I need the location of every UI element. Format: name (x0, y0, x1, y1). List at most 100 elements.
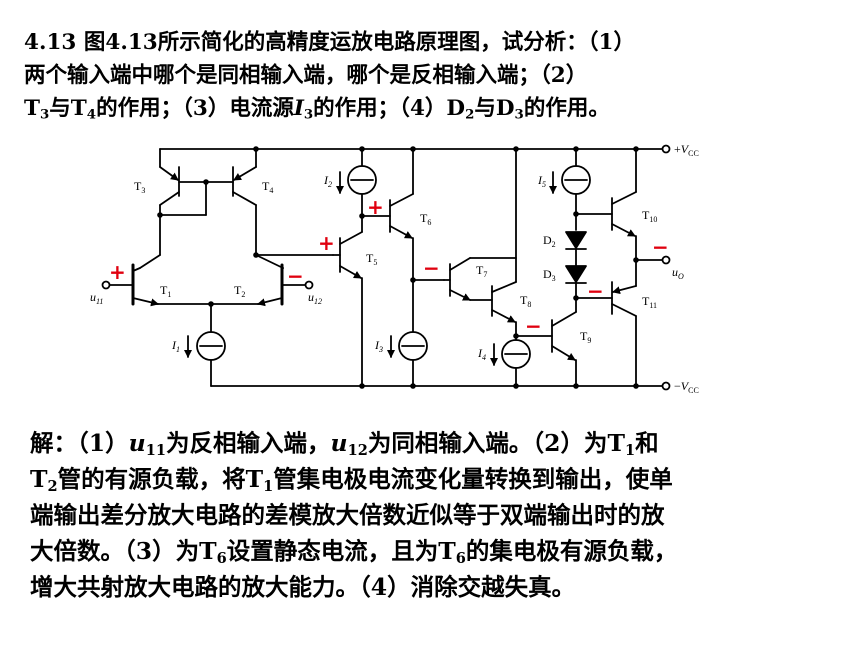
label-t10: T10 (642, 208, 657, 224)
a-text: T (607, 429, 625, 457)
q-sub: 3 (303, 106, 314, 123)
polarity-minus-t7: − (423, 256, 440, 280)
q-text: 与 (49, 96, 71, 121)
q-text: 4.13 (105, 30, 158, 55)
polarity-minus-output: − (652, 235, 669, 259)
output-terminal[interactable] (635, 255, 671, 265)
transistor-t1 (109, 263, 159, 307)
q-text: ） (565, 63, 588, 88)
label-i5: I5 (537, 173, 546, 189)
label-t4: T4 (262, 179, 273, 195)
a-text: T (438, 537, 456, 565)
polarity-minus-t11: − (587, 279, 604, 303)
a-text: 解：（ (30, 429, 89, 457)
a-text: 设置静态电流，且为 (226, 537, 439, 565)
vcc-negative-rail (210, 381, 671, 391)
q-text: D (446, 96, 466, 121)
junction-dots (157, 146, 639, 389)
input-terminal-u12[interactable] (304, 280, 314, 290)
current-source-i3 (387, 331, 428, 387)
a-text: ）消除交越失真。 (387, 573, 576, 601)
a-text: 2 (544, 429, 561, 457)
a-text: ）为 (152, 537, 200, 565)
label-t6: T6 (420, 211, 431, 227)
q-text: I (293, 96, 304, 121)
q-text: 所示简化的高精度运放电路原理图，试分析：（ (157, 30, 599, 55)
wire-t2-collector (255, 254, 284, 269)
current-source-i5 (549, 148, 591, 231)
a-text: 为反相输入端， (165, 429, 331, 457)
transistor-t4 (232, 148, 257, 256)
polarity-minus-t9: − (525, 314, 542, 338)
label-t11: T11 (642, 294, 657, 310)
a-text: 管集电极电流变化量转换到输出，使单 (273, 465, 673, 493)
q-text: 4 (409, 96, 425, 121)
label-t1: T1 (160, 283, 171, 299)
label-i2: I2 (323, 173, 332, 189)
current-source-i1 (184, 303, 226, 387)
q-text: 1 (598, 30, 614, 55)
transistor-t8 (469, 148, 517, 341)
q-text: 3 (192, 96, 208, 121)
transistor-t9 (551, 311, 577, 387)
a-sub: 12 (347, 442, 368, 460)
diode-d2 (565, 231, 587, 250)
q-text: 的作用。 (523, 96, 610, 121)
problem-number: 4.13 (24, 30, 77, 55)
a-sub: 6 (455, 550, 466, 568)
a-text: 1 (88, 429, 106, 457)
input-terminal-u11[interactable] (101, 280, 111, 290)
q-text: 与 (474, 96, 496, 121)
polarity-plus-t1: + (109, 260, 126, 284)
answer-text: 解：（1）u11为反相输入端，u12为同相输入端。（2）为T1和 T2管的有源负… (30, 425, 840, 605)
label-d3: D3 (543, 267, 556, 283)
q-text: 2 (550, 63, 566, 88)
label-u11: u11 (90, 290, 103, 306)
q-sub: 4 (86, 106, 97, 123)
transistor-t5 (332, 215, 363, 387)
label-i3: I3 (374, 338, 383, 354)
transistor-t6 (361, 148, 414, 333)
label-output: uO (672, 265, 684, 281)
transistor-t11 (575, 259, 637, 387)
transistor-t10 (575, 148, 637, 261)
label-t2: T2 (234, 283, 245, 299)
q-text: 图 (76, 30, 106, 55)
label-t5: T5 (366, 251, 377, 267)
answer-line-3: 端输出差分放大电路的差模放大倍数近似等于双端输出时的放 (30, 501, 665, 529)
question-line-1: 4.13 图4.13所示简化的高精度运放电路原理图，试分析：（1） (24, 26, 844, 59)
question-line-3: T3与T4的作用；（3）电流源I3的作用；（4）D2与D3的作用。 (24, 92, 844, 125)
a-text: 大倍数。（ (30, 537, 136, 565)
wire-t1-collector (139, 254, 161, 269)
a-text: 增大共射放大电路的放大能力。（ (30, 573, 371, 601)
vcc-positive-label: +VCC (674, 142, 699, 158)
a-sub: 1 (263, 478, 274, 496)
label-t7: T7 (476, 263, 487, 279)
a-sub: 6 (216, 550, 227, 568)
polarity-plus-t6: + (367, 195, 384, 219)
a-sub: 11 (145, 442, 166, 460)
q-text: 的作用；（ (313, 96, 410, 121)
label-i1: I1 (171, 338, 180, 354)
label-t3: T3 (134, 179, 145, 195)
a-sub: 2 (47, 478, 58, 496)
answer-line-4: 大倍数。（3）为T6设置静态电流，且为T6的集电极有源负载， (30, 533, 840, 569)
q-text: ）电流源 (207, 96, 294, 121)
q-text: ） (613, 30, 635, 55)
vcc-negative-label: −VCC (674, 379, 699, 395)
answer-line-2: T2管的有源负载，将T1管集电极电流变化量转换到输出，使单 (30, 461, 840, 497)
label-t8: T8 (520, 293, 531, 309)
q-text: ） (424, 96, 447, 121)
a-text: u (128, 429, 146, 457)
polarity-minus-t2: − (287, 264, 304, 288)
a-text: u (330, 429, 348, 457)
transistor-t3 (159, 148, 180, 256)
label-u12: u12 (308, 290, 322, 306)
q-sub: 2 (465, 106, 475, 123)
a-text: 和 (635, 429, 659, 457)
a-text: ）为 (560, 429, 608, 457)
q-text: 两个输入端中哪个是同相输入端，哪个是反相输入端；（ (24, 63, 551, 88)
answer-line-5: 增大共射放大电路的放大能力。（4）消除交越失真。 (30, 569, 840, 605)
transistor-t7 (443, 257, 517, 301)
